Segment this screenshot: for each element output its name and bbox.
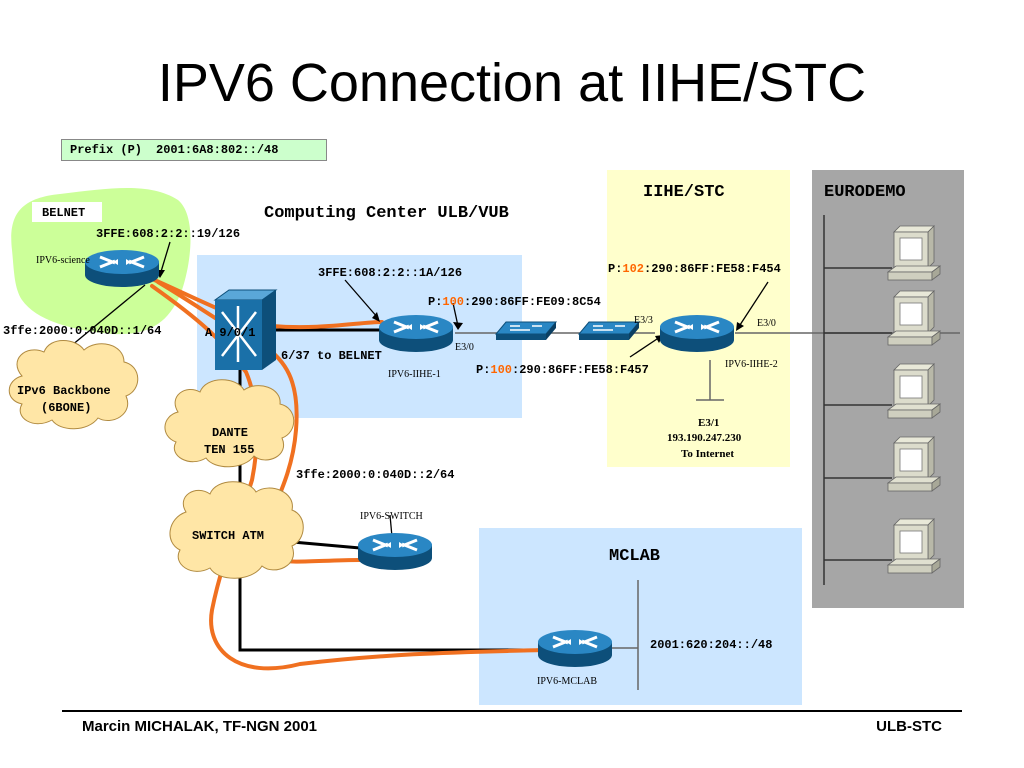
p-rest: :290:86FF:FE09:8C54 xyxy=(464,295,601,309)
belnet-label-box xyxy=(32,202,102,222)
switch-address: 3ffe:2000:0:040D::2/64 xyxy=(296,468,454,482)
computer-icon xyxy=(887,436,941,492)
hub-icon xyxy=(578,321,640,341)
prefix-value: 2001:6A8:802::/48 xyxy=(156,143,279,157)
p-number: 102 xyxy=(622,262,644,276)
backbone-cloud xyxy=(8,340,139,430)
e31-to-internet: To Internet xyxy=(681,448,734,460)
router-mclab-label: IPV6-MCLAB xyxy=(537,676,597,687)
e31-label: E3/1 xyxy=(698,417,719,429)
e31-ip: 193.190.247.230 xyxy=(667,432,742,444)
p-label: P: xyxy=(476,363,490,377)
p-label: P: xyxy=(608,262,622,276)
router-iihe2-label: IPV6-IIHE-2 xyxy=(725,359,778,370)
backbone-cloud-label-1: IPv6 Backbone xyxy=(17,384,111,398)
computer-icon xyxy=(887,290,941,346)
router-icon xyxy=(536,628,614,669)
p-rest: :290:86FF:FE58:F454 xyxy=(644,262,781,276)
router-icon xyxy=(83,248,161,289)
iihe-title: IIHE/STC xyxy=(643,183,725,202)
switch-atm-label: SWITCH ATM xyxy=(192,529,264,543)
hub-icon xyxy=(495,321,557,341)
p-number: 100 xyxy=(490,363,512,377)
iihe1-bottom-address: P:100:290:86FF:FE58:F457 xyxy=(476,363,649,377)
iihe2-address: P:102:290:86FF:FE58:F454 xyxy=(608,262,781,276)
switch-atm-cloud xyxy=(169,481,304,579)
computing-center-title: Computing Center ULB/VUB xyxy=(264,204,509,223)
mclab-title: MCLAB xyxy=(609,547,660,566)
iihe1-top-address: P:100:290:86FF:FE09:8C54 xyxy=(428,295,601,309)
slide-title: IPV6 Connection at IIHE/STC xyxy=(157,53,867,113)
computer-icon xyxy=(887,363,941,419)
backbone-cloud-label-2: (6BONE) xyxy=(41,401,91,415)
dante-cloud-label-1: DANTE xyxy=(212,426,248,440)
footer-rule xyxy=(62,710,962,712)
iihe1-address: 3FFE:608:2:2::1A/126 xyxy=(318,266,462,280)
mclab-region xyxy=(479,528,802,705)
eurodemo-region xyxy=(812,170,964,608)
computer-icon xyxy=(887,225,941,281)
p-number: 100 xyxy=(442,295,464,309)
sixbone-address: 3ffe:2000:0:040D::1/64 xyxy=(3,324,161,338)
router-iihe1-label: IPV6-IIHE-1 xyxy=(388,369,441,380)
computer-icon xyxy=(887,518,941,574)
footer-org: ULB-STC xyxy=(876,718,942,735)
prefix-box: Prefix (P) 2001:6A8:802::/48 xyxy=(61,139,327,161)
science-address: 3FFE:608:2:2::19/126 xyxy=(96,227,240,241)
eurodemo-title: EURODEMO xyxy=(824,183,906,202)
dante-cloud-label-2: TEN 155 xyxy=(204,443,254,457)
prefix-label: Prefix (P) xyxy=(70,143,143,157)
mclab-prefix: 2001:620:204::/48 xyxy=(650,638,772,652)
router-science-label: IPV6-science xyxy=(36,255,90,266)
router-switch-label: IPV6-SWITCH xyxy=(360,511,423,522)
iihe1-e30-label: E3/0 xyxy=(455,342,474,353)
belnet-vc-label: 6/37 to BELNET xyxy=(281,349,382,363)
dante-cloud xyxy=(164,379,295,468)
p-label: P: xyxy=(428,295,442,309)
iihe2-e30-label: E3/0 xyxy=(757,318,776,329)
router-icon xyxy=(377,313,455,354)
atm-port-label: A 9/0/1 xyxy=(205,326,255,340)
p-rest: :290:86FF:FE58:F457 xyxy=(512,363,649,377)
router-icon xyxy=(658,313,736,354)
belnet-label: BELNET xyxy=(42,206,85,220)
iihe2-e33-label: E3/3 xyxy=(634,315,653,326)
footer-author: Marcin MICHALAK, TF-NGN 2001 xyxy=(82,718,318,735)
router-icon xyxy=(356,531,434,572)
atm-switch-icon xyxy=(213,289,278,370)
